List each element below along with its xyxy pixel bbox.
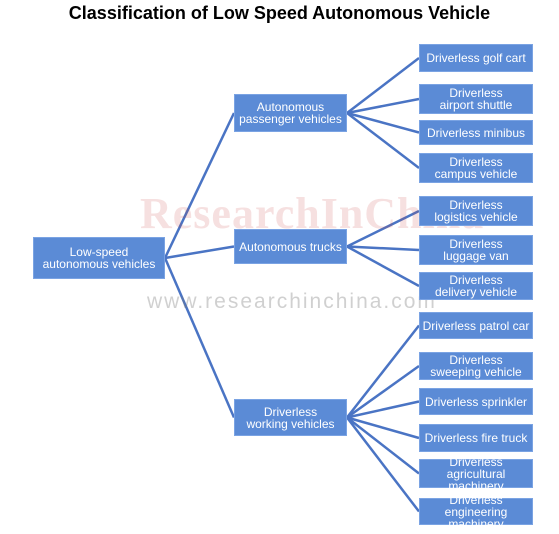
- root-node-label: Low-speed autonomous vehicles: [42, 245, 156, 271]
- connector-category-to-item: [346, 245, 420, 252]
- item-node: Driverless campus vehicle: [419, 153, 533, 183]
- page-title: Classification of Low Speed Autonomous V…: [68, 3, 491, 23]
- item-node-label: Driverless agricultural machinery: [446, 454, 506, 493]
- item-node-label: Driverless sweeping vehicle: [430, 353, 522, 379]
- item-node-label: Driverless airport shuttle: [439, 86, 513, 112]
- category-node: Autonomous trucks: [234, 229, 347, 264]
- item-node: Driverless patrol car: [419, 312, 533, 339]
- connector-category-to-item: [346, 416, 420, 475]
- item-node-label: Driverless engineering machinery: [444, 492, 508, 531]
- connector-category-to-item: [346, 364, 420, 419]
- root-node: Low-speed autonomous vehicles: [33, 237, 165, 279]
- item-node: Driverless airport shuttle: [419, 84, 533, 114]
- category-node: Driverless working vehicles: [234, 399, 347, 436]
- connector-category-to-item: [346, 400, 420, 419]
- item-node-label: Driverless sprinkler: [424, 394, 528, 409]
- connector-category-to-item: [346, 112, 420, 169]
- item-node: Driverless minibus: [419, 120, 533, 145]
- item-node-label: Driverless luggage van: [443, 237, 509, 263]
- connector-category-to-item: [346, 111, 420, 134]
- category-node: Autonomous passenger vehicles: [234, 94, 347, 132]
- connector-category-to-item: [346, 324, 420, 419]
- item-node: Driverless sweeping vehicle: [419, 352, 533, 380]
- connector-category-to-item: [346, 416, 420, 440]
- category-node-label: Driverless working vehicles: [246, 404, 335, 431]
- connector-root-to-category: [163, 257, 236, 418]
- connector-category-to-item: [346, 209, 420, 248]
- connector-root-to-category: [163, 112, 236, 259]
- item-node: Driverless sprinkler: [419, 388, 533, 415]
- connector-category-to-item: [346, 416, 420, 513]
- item-node-label: Driverless logistics vehicle: [434, 198, 518, 224]
- item-node-label: Driverless minibus: [426, 125, 526, 140]
- item-node: Driverless golf cart: [419, 44, 533, 72]
- item-node: Driverless luggage van: [419, 235, 533, 265]
- item-node-label: Driverless fire truck: [424, 431, 528, 445]
- item-node-label: Driverless golf cart: [426, 51, 526, 65]
- item-node: Driverless logistics vehicle: [419, 196, 533, 226]
- connector-root-to-category: [164, 245, 235, 260]
- connector-category-to-item: [346, 57, 420, 114]
- connector-category-to-item: [346, 245, 420, 288]
- category-node-label: Autonomous passenger vehicles: [239, 100, 342, 126]
- item-node-label: Driverless patrol car: [422, 318, 530, 333]
- connector-category-to-item: [346, 97, 420, 115]
- item-node: Driverless fire truck: [419, 424, 533, 452]
- item-node: Driverless agricultural machinery: [419, 456, 533, 492]
- item-node: Driverless engineering machinery: [419, 494, 533, 530]
- category-node-label: Autonomous trucks: [239, 239, 342, 254]
- item-node: Driverless delivery vehicle: [419, 272, 533, 300]
- item-node-label: Driverless delivery vehicle: [434, 273, 518, 299]
- item-node-label: Driverless campus vehicle: [434, 155, 518, 181]
